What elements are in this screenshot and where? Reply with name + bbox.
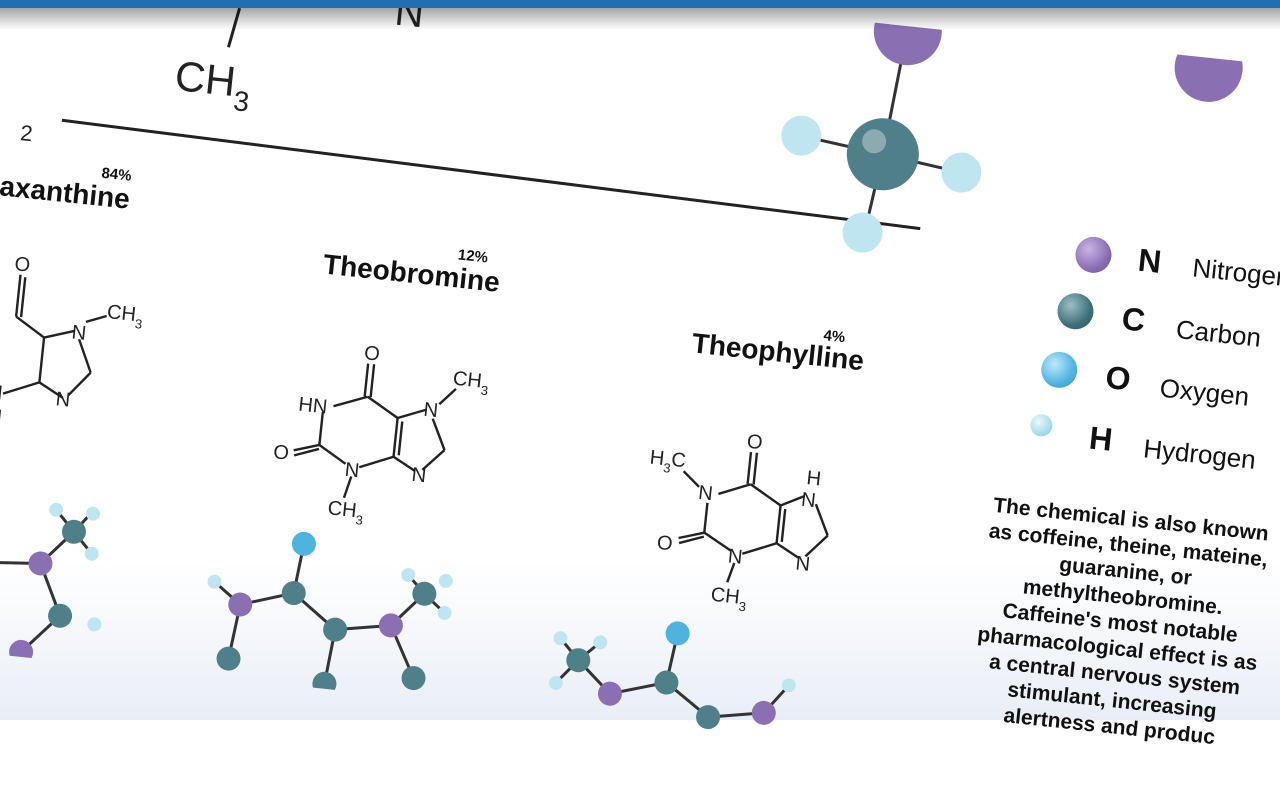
c2-ch3-top: CH3	[451, 368, 490, 399]
c1-o: O	[13, 253, 31, 277]
c3-n3: N	[794, 552, 811, 575]
c3-h3c: H3C	[648, 447, 687, 478]
c1-n2: N	[55, 388, 72, 411]
c1-h: H	[0, 405, 3, 428]
c2-n2: N	[411, 464, 428, 487]
top-blue-bar	[0, 0, 1280, 8]
c3-o-left: O	[656, 532, 674, 556]
top-shadow	[0, 8, 1280, 30]
c2-hn: HN	[297, 394, 328, 419]
left-sub: 2	[19, 120, 34, 146]
legend-c-letter: C	[1120, 300, 1147, 339]
c3-ch3: CH3	[709, 584, 748, 615]
legend-h-letter: H	[1087, 419, 1115, 458]
c2-o-top: O	[363, 342, 381, 366]
top-ch3: CH3	[172, 52, 254, 118]
c3-n4: N	[727, 545, 744, 568]
c3-o-top: O	[746, 431, 764, 455]
c3-n2: N	[697, 482, 714, 505]
legend-o-letter: O	[1103, 358, 1133, 398]
c1-n3: N	[0, 381, 4, 404]
c2-ch3-bottom: CH3	[326, 497, 365, 528]
c3-h: H	[805, 467, 822, 490]
c1-ch3: CH3	[105, 301, 144, 332]
c2-o-left: O	[272, 441, 290, 465]
c3-n1: N	[800, 489, 817, 512]
c2-n3: N	[344, 459, 361, 482]
caffeine-description: The chemical is also known as coffeine, …	[949, 491, 1280, 757]
c2-n1: N	[422, 399, 439, 422]
c1-n1: N	[71, 322, 88, 345]
legend-n-letter: N	[1136, 241, 1164, 280]
